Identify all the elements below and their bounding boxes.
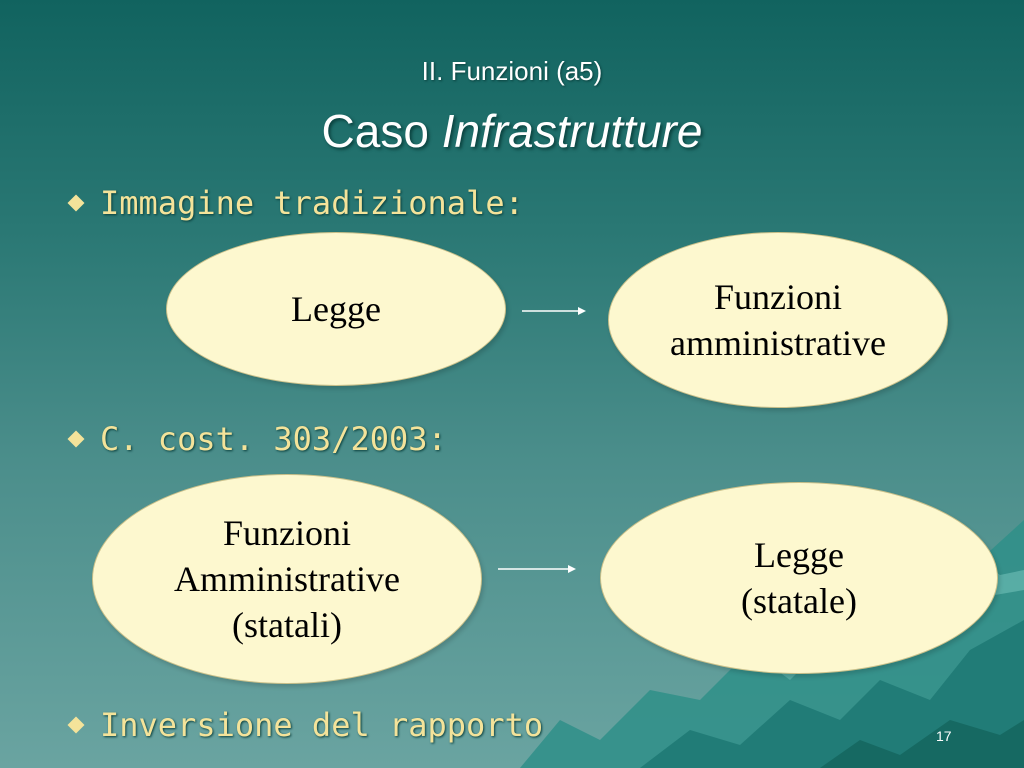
bullet-text: Immagine tradizionale: xyxy=(100,184,524,222)
ellipse-text: Legge xyxy=(754,534,844,575)
diamond-bullet-icon xyxy=(67,430,85,448)
diamond-bullet-icon xyxy=(67,194,85,212)
ellipse-text: Legge xyxy=(291,288,381,329)
ellipse-text: (statale) xyxy=(741,581,857,621)
ellipse-text: Amministrative xyxy=(174,558,400,599)
slide-title: Caso Infrastrutture xyxy=(0,104,1024,158)
ellipse-legge: Legge xyxy=(166,232,506,386)
bullet-text: Inversione del rapporto xyxy=(100,706,544,744)
ellipse-funzioni-amministrative: Funzioni amministrative xyxy=(608,232,948,408)
ellipse-text: (statali) xyxy=(232,605,342,646)
ellipse-funzioni-amministrative-statali: Funzioni Amministrative (statali) xyxy=(92,474,482,684)
arrow-right-icon xyxy=(522,307,586,315)
bullet-text: C. cost. 303/2003: xyxy=(100,420,447,458)
page-number: 17 xyxy=(936,728,952,744)
title-italic: Infrastrutture xyxy=(441,105,703,157)
bullet-item-2: C. cost. 303/2003: xyxy=(66,420,447,458)
bullet-item-3: Inversione del rapporto xyxy=(66,706,543,744)
diamond-bullet-icon xyxy=(67,716,85,734)
arrow-right-icon xyxy=(498,565,576,573)
bullet-item-1: Immagine tradizionale: xyxy=(66,184,524,222)
ellipse-text: Funzioni xyxy=(713,276,842,317)
ellipse-text: amministrative xyxy=(670,323,886,363)
ellipse-legge-statale: Legge (statale) xyxy=(600,482,998,674)
slide-subtitle: II. Funzioni (a5) xyxy=(421,56,603,86)
ellipse-text: Funzioni xyxy=(222,512,351,553)
title-regular: Caso xyxy=(321,105,442,157)
